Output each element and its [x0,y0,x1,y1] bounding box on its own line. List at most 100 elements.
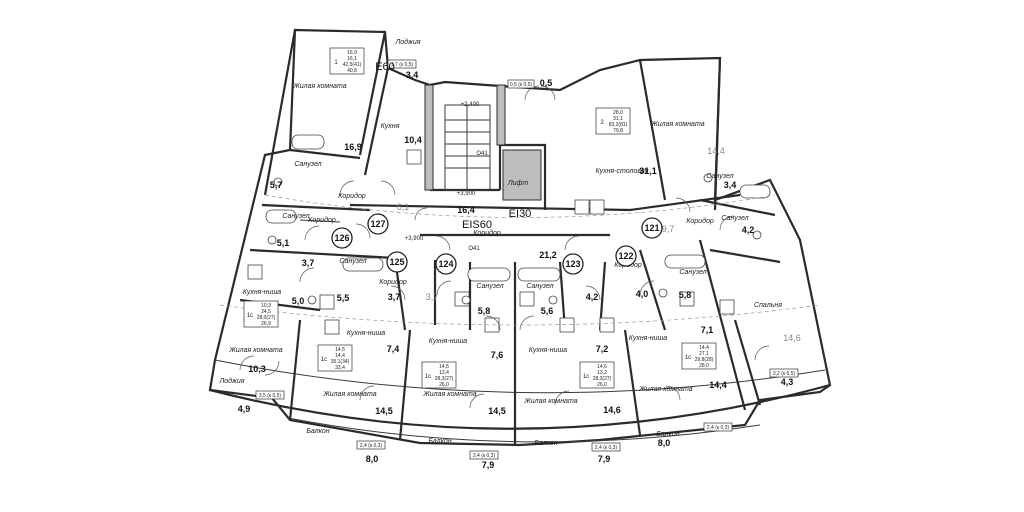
unit-table-1: 1 16,9 16,1 42,5(41) 40,8 [329,47,365,75]
unit-table-5: 1с 14,5 13,4 28,3(27) 26,0 [421,361,457,389]
room-area: 5,8 [478,306,491,316]
room-area: 10,3 [248,364,266,374]
door-rating: EI30 [509,208,532,220]
room-area: 3,7 [426,292,439,302]
room-label: Санузел [339,258,366,265]
door-rating: E60 [375,61,395,73]
door-ratings: E60 EIS60 EI30 О41 О41 [375,61,531,252]
svg-text:26,0: 26,0 [439,382,449,388]
balcony-tag: 3,2 (к 0,5) [773,371,796,377]
svg-text:42,5(41): 42,5(41) [343,62,362,68]
svg-text:35,1(34): 35,1(34) [331,359,350,365]
room-label: Лифт [507,180,529,187]
room-area: 3,7 [388,292,401,302]
room-label: Лоджия [218,377,244,385]
room-area: 6,1 [397,202,410,212]
room-area: 16,4 [457,205,475,215]
svg-text:24,5: 24,5 [261,309,271,315]
unit-table-2: 2 28,0 31,1 83,2(81) 79,8 [595,107,631,135]
room-area: 7,2 [596,344,609,354]
apartment-number: 127 [370,219,385,229]
room-area: 4,9 [238,404,251,414]
room-area: 4,0 [636,289,649,299]
apartment-markers: 121 122 123 124 125 126 127 [331,213,663,275]
room-label: Жилая комната [422,391,476,398]
room-area: 4,2 [742,225,755,235]
room-area: 5,6 [541,306,554,316]
svg-text:33,4: 33,4 [335,365,345,371]
inner-walls [239,29,781,445]
room-label: Коридор [686,217,714,225]
room-area: 14,4 [707,146,725,156]
room-label: Жилая комната [523,398,577,405]
room-area: 5,5 [337,293,350,303]
apartment-number: 122 [618,251,633,261]
balcony-tag: 2,4 (к 0,3) [707,425,730,431]
room-area: 14,5 [488,406,506,416]
room-label: Кухня-столовая [596,168,649,175]
svg-text:31,1: 31,1 [613,116,623,122]
balcony-tag: 1,7 (к 0,5) [391,62,414,68]
room-label: Кухня [381,123,400,130]
room-area: 8,0 [658,438,671,448]
room-label: Балкон [306,428,330,435]
level-mark: +3,900 [457,191,476,197]
unit-table-num: 1с [247,313,253,319]
room-label: Жилая комната [638,386,692,393]
room-areas: 16,9 10,4 3,4 5,7 5,1 3,7 5,0 10,3 4,9 5… [238,70,801,470]
room-label: Кухня-ниша [529,347,568,354]
room-area: 7,9 [598,454,611,464]
room-area: 7,4 [387,344,400,354]
svg-text:13,2: 13,2 [597,370,607,376]
room-label: Кухня-ниша [429,338,468,345]
apartment-number: 125 [389,257,404,267]
room-area: 21,2 [539,250,557,260]
room-area: 5,8 [679,290,692,300]
unit-table-num: 1с [425,374,431,380]
svg-text:79,8: 79,8 [613,128,623,134]
unit-table-num: 1с [583,374,589,380]
svg-text:26,0: 26,0 [597,382,607,388]
balcony-tag: 3,5 (к 0,5) [259,393,282,399]
bathroom-fixtures [247,134,771,335]
apartment-number: 121 [644,223,659,233]
room-area: 7,1 [701,325,714,335]
unit-table-4: 1с 14,5 14,4 35,1(34) 33,4 [317,344,353,372]
room-area: 5,0 [292,296,305,306]
svg-text:27,1: 27,1 [699,351,709,357]
unit-table-num: 1с [321,357,327,363]
room-label: Коридор [338,192,366,200]
svg-text:14,5: 14,5 [439,364,449,370]
room-area: 14,4 [709,380,727,390]
room-area: 9,7 [662,224,675,234]
svg-text:26,9: 26,9 [261,321,271,327]
svg-text:28,3(27): 28,3(27) [593,376,612,382]
room-area: 3,7 [302,258,315,268]
unit-table-num: 1 [334,60,338,66]
unit-table-num: 2 [600,120,604,126]
room-label: Кухня-ниша [347,330,386,337]
room-area: 14,6 [783,333,801,343]
room-label: Жилая комната [228,347,282,354]
room-label: Спальня [754,302,782,309]
svg-text:28,0(27): 28,0(27) [257,315,276,321]
svg-text:40,8: 40,8 [347,68,357,74]
room-label: Коридор [308,216,336,224]
balcony-tags: 1,7 (к 0,5) 0,5 (к 0,5) 3,5 (к 0,5) 2,4 … [255,59,799,460]
room-area: 5,1 [277,238,290,248]
door-swings [239,85,770,409]
room-label: Санузел [706,173,733,180]
room-label: Кухня-ниша [243,289,282,296]
svg-text:28,0: 28,0 [699,363,709,369]
room-label: Балкон [534,440,558,447]
room-label: Жилая комната [292,83,346,90]
room-label: Жилая комната [650,121,704,128]
room-area: 10,4 [404,135,422,145]
svg-text:83,2(81): 83,2(81) [609,122,628,128]
door-rating: О41 [476,151,488,157]
room-area: 16,9 [344,142,362,152]
svg-text:10,3: 10,3 [261,303,271,309]
room-area: 14,5 [375,406,393,416]
svg-text:14,4: 14,4 [699,345,709,351]
svg-text:13,4: 13,4 [439,370,449,376]
